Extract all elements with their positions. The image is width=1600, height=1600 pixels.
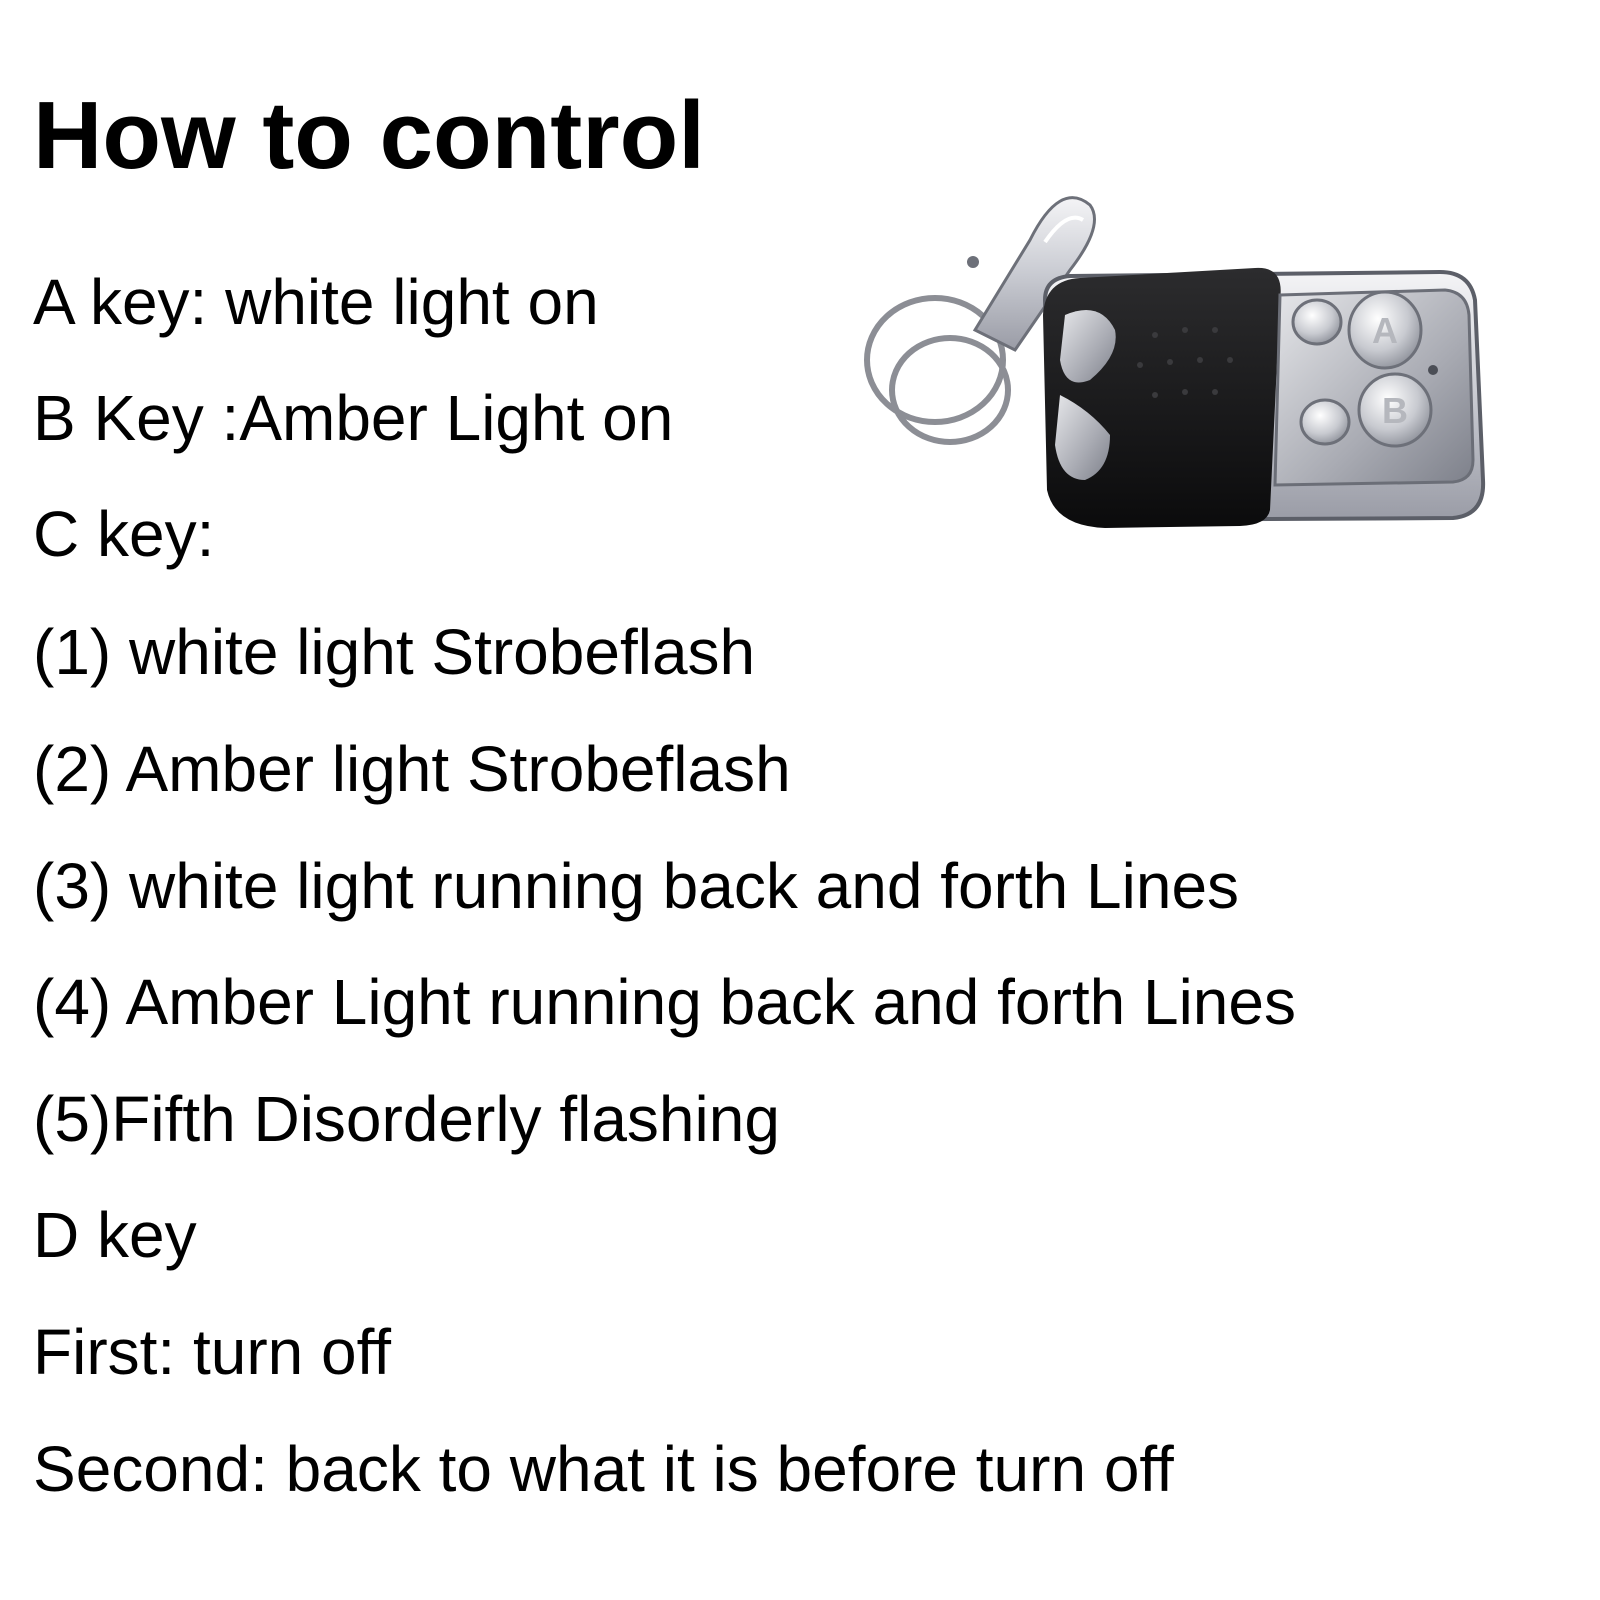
instruction-line-c-1: (1) white light Strobeflash <box>33 616 756 688</box>
remote-button-b-label: B <box>1382 390 1408 431</box>
remote-button-a: A <box>1347 290 1423 370</box>
instruction-line-d-second: Second: back to what it is before turn o… <box>33 1433 1174 1505</box>
remote-button-d <box>1299 398 1351 446</box>
remote-control-image: A B <box>864 196 1486 528</box>
instruction-line-d-key: D key <box>33 1199 197 1271</box>
clasp-icon <box>967 196 1096 352</box>
instruction-list: A key: white light on B Key :Amber Light… <box>33 0 1533 1600</box>
page-title: How to control <box>33 82 705 189</box>
instruction-line-a-key: A key: white light on <box>33 266 599 338</box>
instruction-line-c-3: (3) white light running back and forth L… <box>33 850 1240 922</box>
led-indicator-icon <box>1428 365 1438 375</box>
key-ring-icon <box>864 295 1011 445</box>
remote-button-c <box>1291 298 1343 346</box>
instruction-line-c-key: C key: <box>33 498 215 570</box>
instruction-line-d-first: First: turn off <box>33 1316 392 1388</box>
instruction-line-c-4: (4) Amber Light running back and forth L… <box>33 966 1296 1038</box>
instruction-line-c-2: (2) Amber light Strobeflash <box>33 733 791 805</box>
instruction-line-c-5: (5)Fifth Disorderly flashing <box>33 1083 780 1155</box>
instruction-line-b-key: B Key :Amber Light on <box>33 382 674 454</box>
remote-button-a-label: A <box>1372 310 1398 351</box>
remote-button-b: B <box>1357 372 1433 448</box>
